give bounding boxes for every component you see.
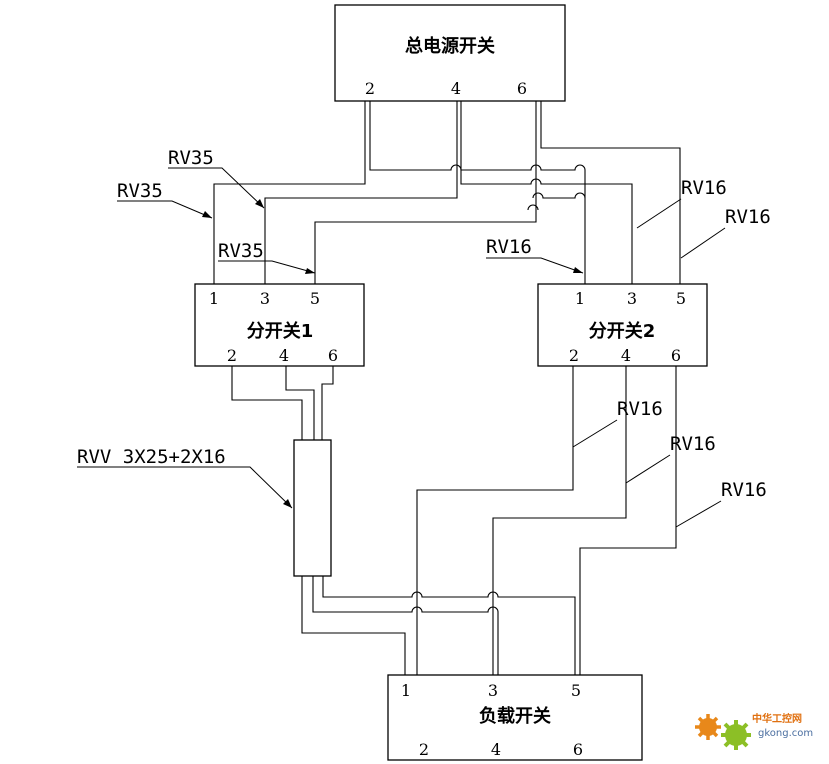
cable-label-rv16-f: RV16 xyxy=(675,479,767,528)
cable-label-rv35-a: RV35 xyxy=(117,180,213,219)
gkong-watermark: 中华工控网 gkong.com xyxy=(695,712,813,750)
rvv-cable-sheath xyxy=(293,439,332,577)
wire-sub1-2-cable xyxy=(231,366,303,440)
gear-icon xyxy=(695,714,721,740)
load-bottom-pin: 2 xyxy=(419,740,429,759)
wire-sub1-6-cable xyxy=(321,366,334,440)
cable-label-rv16-a: RV16 xyxy=(486,236,584,274)
main-switch-title: 总电源开关 xyxy=(405,35,495,57)
svg-text:RV16: RV16 xyxy=(617,398,663,420)
load-top-pin: 1 xyxy=(401,681,411,700)
sub1-top-pin: 3 xyxy=(260,289,270,308)
main-pin: 6 xyxy=(517,79,527,98)
cable-label-rv16-e: RV16 xyxy=(625,433,716,484)
sub-switch-2-box xyxy=(537,283,708,367)
sub2-top-pin: 3 xyxy=(627,289,637,308)
wire-main6-sub2-5 xyxy=(540,101,681,284)
svg-text:RVV 3X25+2X16: RVV 3X25+2X16 xyxy=(77,446,226,468)
sub2-bottom-pin: 6 xyxy=(671,346,681,365)
wire-sub2-6-load-5 xyxy=(579,366,677,675)
watermark-en: gkong.com xyxy=(758,728,813,739)
wire-cable-load-3 xyxy=(312,576,499,675)
cable-label-rv35-b: RV35 xyxy=(168,147,265,209)
sub-switch-1-box xyxy=(194,283,365,367)
wire-crossing xyxy=(532,192,586,199)
sub1-bottom-pin: 6 xyxy=(328,346,338,365)
wire-main2-sub1-1 xyxy=(213,101,366,284)
gear-icon xyxy=(721,720,751,750)
sub-switch-1-title: 分开关1 xyxy=(247,320,314,342)
sub1-bottom-pin: 4 xyxy=(279,346,289,365)
svg-text:RV16: RV16 xyxy=(725,206,771,228)
svg-text:RV16: RV16 xyxy=(721,479,767,501)
sub2-top-pin: 1 xyxy=(575,289,585,308)
main-pin: 4 xyxy=(451,79,461,98)
sub-switch-2-title: 分开关2 xyxy=(589,320,656,342)
main-switch-box xyxy=(334,4,566,102)
load-top-pin: 3 xyxy=(488,681,498,700)
load-top-pin: 5 xyxy=(571,681,581,700)
svg-text:RV35: RV35 xyxy=(168,147,214,169)
sub2-bottom-pin: 4 xyxy=(621,346,631,365)
load-switch-title: 负载开关 xyxy=(479,705,551,727)
cable-label-rv35-c: RV35 xyxy=(218,240,316,274)
wire-cable-load-1 xyxy=(301,576,406,675)
load-switch-box xyxy=(387,674,643,761)
svg-text:RV16: RV16 xyxy=(486,236,532,258)
svg-text:RV16: RV16 xyxy=(670,433,716,455)
svg-text:RV35: RV35 xyxy=(117,180,163,202)
cable-label-rv16-c: RV16 xyxy=(680,206,771,259)
sub1-top-pin: 1 xyxy=(209,289,219,308)
wire-main4-sub1-3 xyxy=(264,101,458,284)
sub1-bottom-pin: 2 xyxy=(227,346,237,365)
cable-label-rvv: RVV 3X25+2X16 xyxy=(77,446,293,509)
wire-sub1-4-cable xyxy=(285,366,315,440)
wire-cable-load-5 xyxy=(322,576,576,675)
wire-sub2-2-load-1 xyxy=(416,366,574,675)
cable-label-rv16-b: RV16 xyxy=(636,177,727,229)
sub2-top-pin: 5 xyxy=(676,289,686,308)
load-bottom-pin: 4 xyxy=(491,740,501,759)
sub2-bottom-pin: 2 xyxy=(569,346,579,365)
wire-main2-sub2-1 xyxy=(369,101,586,284)
sub1-top-pin: 5 xyxy=(310,289,320,308)
svg-text:RV16: RV16 xyxy=(681,177,727,199)
wire-main6-sub1-5 xyxy=(314,101,537,284)
main-pin: 2 xyxy=(365,79,375,98)
cable-label-rv16-d: RV16 xyxy=(572,398,663,448)
watermark-cn: 中华工控网 xyxy=(752,712,802,725)
svg-text:RV35: RV35 xyxy=(218,240,264,262)
wire-crossing xyxy=(527,204,539,211)
load-bottom-pin: 6 xyxy=(573,740,583,759)
wire-sub2-4-load-3 xyxy=(492,366,627,675)
